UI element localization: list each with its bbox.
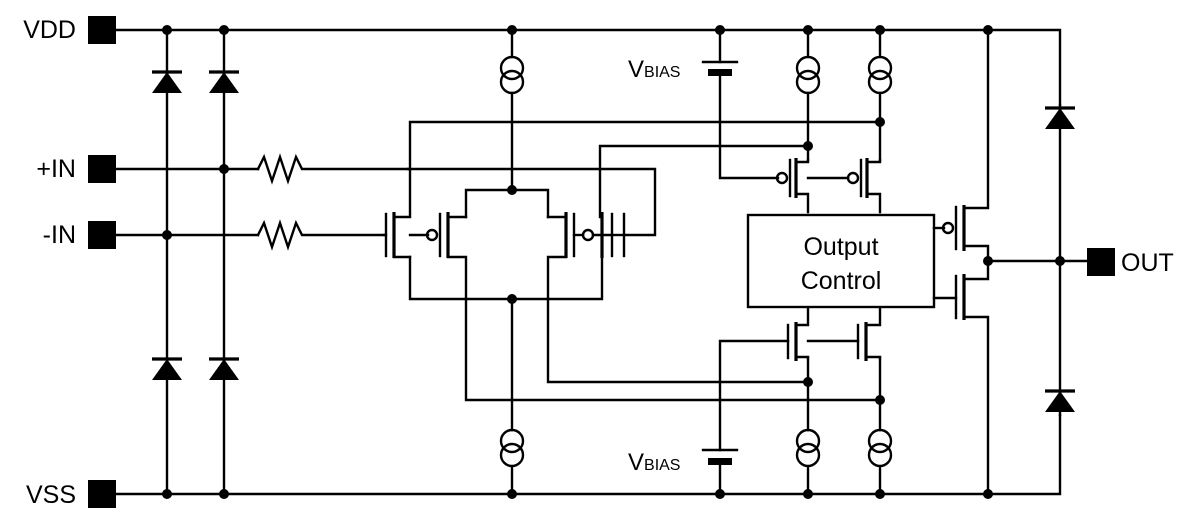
output-control-line2: Control <box>801 267 882 295</box>
pos-in-to-gate-wire <box>406 167 657 237</box>
nmos-transistor-icon <box>856 306 882 361</box>
pin-neg-in: -IN <box>43 221 116 249</box>
nmos-transistor-icon <box>384 120 882 259</box>
diode-icon <box>1045 106 1075 129</box>
diode-icon <box>152 357 182 380</box>
pin-vdd-pad <box>88 16 116 44</box>
pin-vss: VSS <box>26 480 116 509</box>
current-source-icon <box>795 428 821 468</box>
pin-vss-label: VSS <box>26 481 76 509</box>
pmos-transistor-icon <box>941 28 990 263</box>
diode-icon <box>209 357 239 380</box>
supply-rails <box>114 28 1062 496</box>
diode-icon <box>1045 389 1075 412</box>
pin-vss-pad <box>88 480 116 508</box>
vdd-rail <box>114 28 1062 107</box>
nmos-transistor-icon <box>932 259 990 496</box>
nmos-transistor-icon <box>786 306 860 361</box>
pin-pos-in-label: +IN <box>36 155 76 183</box>
pin-pos-in-pad <box>88 155 116 183</box>
resistor-icon <box>256 153 410 185</box>
pin-vdd: VDD <box>23 16 116 44</box>
output-control-line1: Output <box>803 233 878 261</box>
nmos-transistor-icon <box>598 144 810 259</box>
current-source-icon <box>499 55 525 95</box>
esd-diodes-input <box>152 28 239 496</box>
vbias-top-label: VBIAS <box>628 56 680 83</box>
bias-current-sources <box>795 28 893 496</box>
pmos-transistor-icon <box>382 212 882 402</box>
junction-dots <box>162 25 1065 499</box>
output-stage <box>932 28 1089 496</box>
pin-neg-in-label: -IN <box>43 221 76 249</box>
pin-pos-in: +IN <box>36 155 116 183</box>
pmos-transistor-icon <box>546 212 810 384</box>
output-control-block: Output Control <box>746 213 936 309</box>
current-source-icon <box>867 55 893 95</box>
pin-vdd-label: VDD <box>23 16 76 44</box>
pin-out-pad <box>1087 248 1115 276</box>
pin-out: OUT <box>1087 248 1174 277</box>
pmos-transistor-icon <box>775 158 810 214</box>
diode-icon <box>209 70 239 93</box>
pin-neg-in-pad <box>88 221 116 249</box>
vbias-top-source: VBIAS <box>628 28 780 180</box>
resistor-icon <box>256 219 386 251</box>
vbias-bottom-label: VBIAS <box>628 449 680 476</box>
input-stage <box>382 28 882 496</box>
pmos-transistor-icon <box>806 158 882 214</box>
vss-rail <box>114 413 1062 496</box>
current-source-icon <box>867 428 893 468</box>
current-source-icon <box>499 428 525 468</box>
vbias-bottom-source: VBIAS <box>628 339 790 496</box>
diode-icon <box>152 70 182 93</box>
pin-out-label: OUT <box>1121 249 1174 277</box>
current-source-icon <box>795 55 821 95</box>
